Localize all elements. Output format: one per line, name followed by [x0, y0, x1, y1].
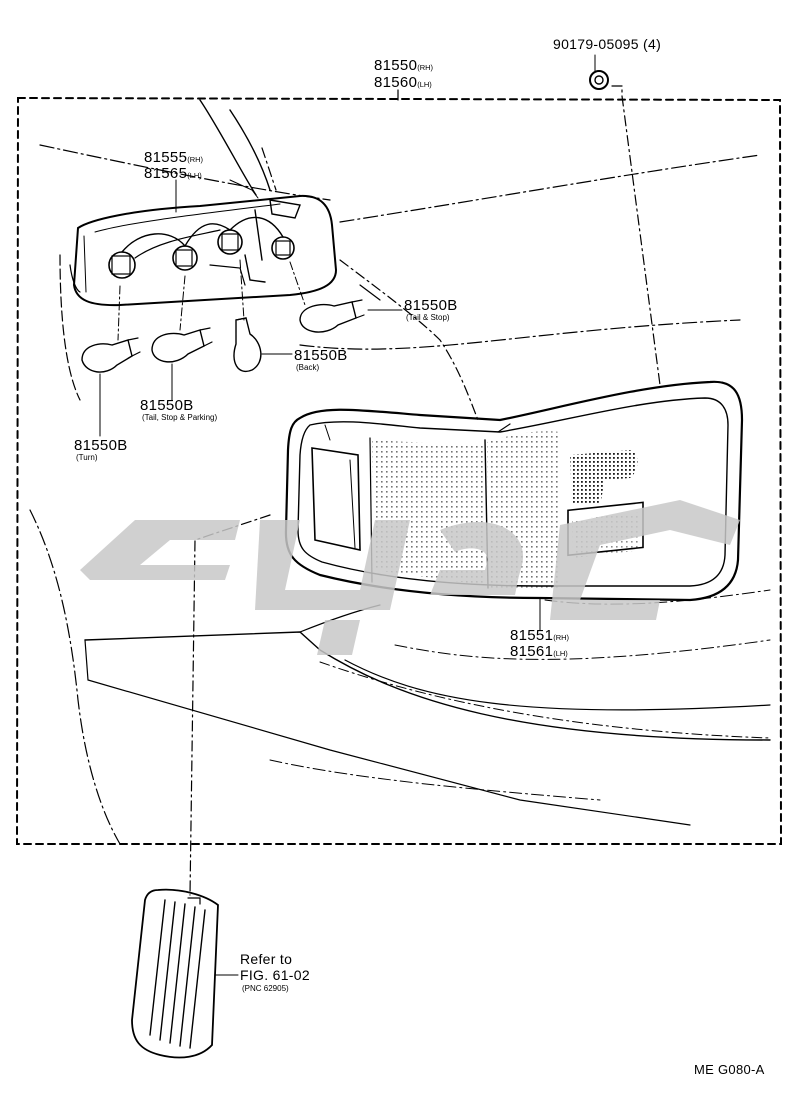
bulb-back — [233, 317, 262, 373]
bulb-turn-pn: 81550B — [74, 437, 128, 454]
lens-pn-rh: 81551(RH) — [510, 627, 570, 644]
bulb-tail-stop-parking — [151, 327, 213, 363]
watermark-logo — [80, 500, 740, 655]
refer-line-2: FIG. 61-02 — [240, 967, 310, 983]
assembly-frame — [15, 96, 783, 845]
bulb-tail-stop-parking-pn: 81550B — [140, 397, 194, 414]
bulb-turn — [81, 337, 141, 373]
figure-code: ME G080-A — [694, 1062, 765, 1077]
side-marker-grille — [131, 888, 219, 1059]
refer-line-3: (PNC 62905) — [242, 984, 289, 993]
lens-pn-lh: 81561(LH) — [510, 643, 568, 660]
bulb-tail-stop-desc: (Tail & Stop) — [406, 313, 450, 322]
socket-pn-lh: 81565(LH) — [144, 165, 202, 182]
refer-line-1: Refer to — [240, 951, 293, 967]
bulb-tail-stop-pn: 81550B — [404, 297, 458, 314]
bulb-back-desc: (Back) — [296, 363, 320, 372]
bulb-tail-stop-parking-desc: (Tail, Stop & Parking) — [142, 413, 218, 422]
clip-pn: 90179-05095 (4) — [553, 36, 662, 52]
clip-washer — [589, 70, 609, 90]
socket-pn-rh: 81555(RH) — [144, 149, 204, 166]
assembly-pn-lh: 81560(LH) — [374, 74, 432, 91]
bulb-back-pn: 81550B — [294, 347, 348, 364]
bulb-tail-stop — [299, 299, 365, 333]
bulb-turn-desc: (Turn) — [76, 453, 98, 462]
socket-plate — [72, 194, 338, 307]
assembly-pn-rh: 81550(RH) — [374, 57, 434, 74]
